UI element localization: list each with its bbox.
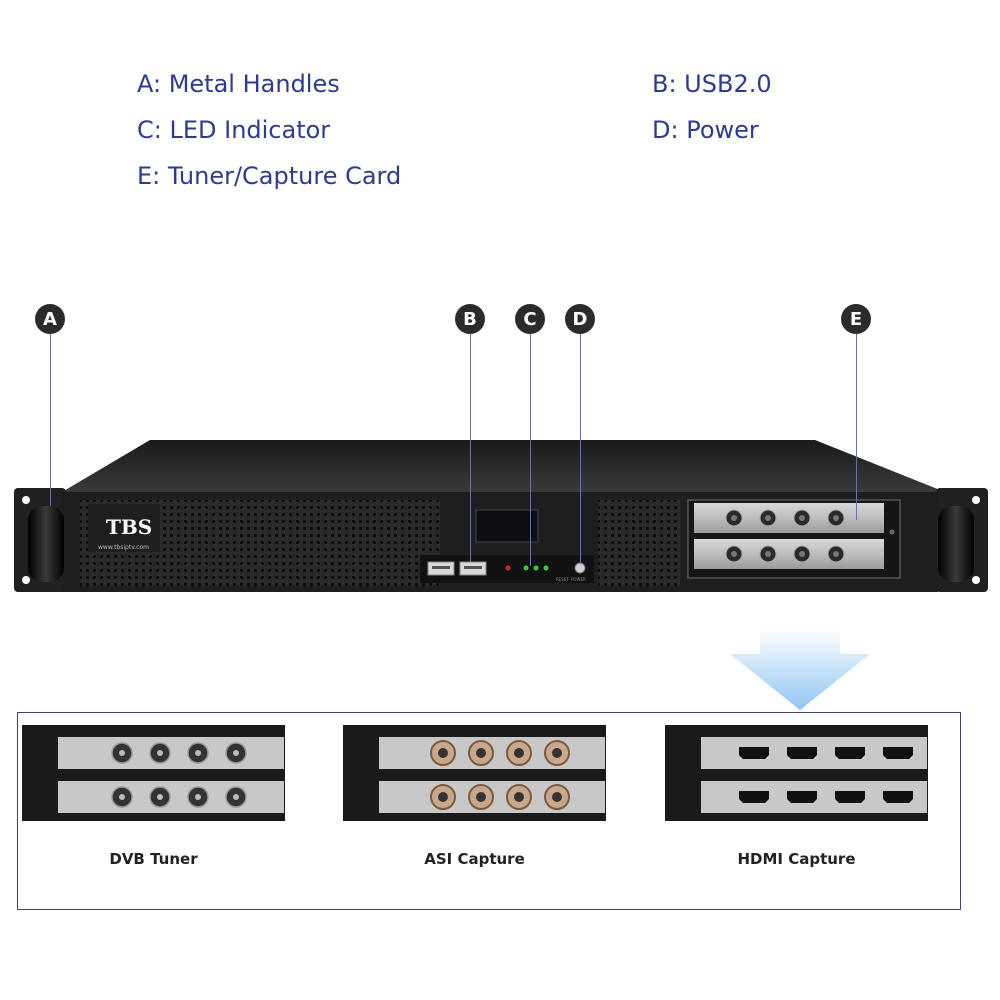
logo-url-text: www.tbsiptv.com: [98, 544, 149, 551]
power-button-icon: [574, 562, 586, 574]
marker-b: B: [455, 304, 485, 334]
legend-usb: B: USB2.0: [652, 70, 772, 98]
down-arrow-icon: [730, 628, 870, 710]
legend-led-indicator: C: LED Indicator: [137, 116, 331, 144]
chassis-top: [62, 440, 945, 492]
lcd-display: [475, 509, 539, 543]
led-green-2-icon: [533, 565, 539, 571]
logo-plate: [88, 504, 160, 552]
legend-tuner-capture-card: E: Tuner/Capture Card: [137, 162, 402, 190]
card-connectors-icon: [725, 509, 845, 563]
right-vent: [598, 500, 680, 586]
leader-line-e: [856, 334, 857, 520]
marker-c: C: [515, 304, 545, 334]
logo-text: TBS: [106, 515, 152, 539]
legend-power: D: Power: [652, 116, 759, 144]
left-handle-icon: [28, 506, 64, 582]
caption-asi-capture: ASI Capture: [424, 850, 525, 868]
marker-a: A: [35, 304, 65, 334]
led-green-1-icon: [523, 565, 529, 571]
led-red-icon: [505, 565, 511, 571]
led-green-3-icon: [543, 565, 549, 571]
right-handle-icon: [938, 506, 974, 582]
caption-dvb-tuner: DVB Tuner: [109, 850, 198, 868]
power-label: POWER: [571, 577, 586, 582]
marker-e: E: [841, 304, 871, 334]
dvb-tuner-thumbnail: [22, 725, 285, 821]
asi-capture-thumbnail: [343, 725, 606, 821]
leader-line-a: [50, 334, 51, 506]
caption-hdmi-capture: HDMI Capture: [737, 850, 856, 868]
hdmi-capture-thumbnail: [665, 725, 928, 821]
marker-d: D: [565, 304, 595, 334]
leader-line-b: [470, 334, 471, 562]
leader-line-c: [530, 334, 531, 566]
card-slot-2: [694, 539, 884, 569]
device-chassis: TBS www.tbsiptv.com RESET POWER: [14, 440, 988, 592]
leader-line-d: [580, 334, 581, 564]
card-variants-panel: [17, 712, 961, 910]
reset-label: RESET: [556, 577, 569, 582]
legend-metal-handles: A: Metal Handles: [137, 70, 340, 98]
